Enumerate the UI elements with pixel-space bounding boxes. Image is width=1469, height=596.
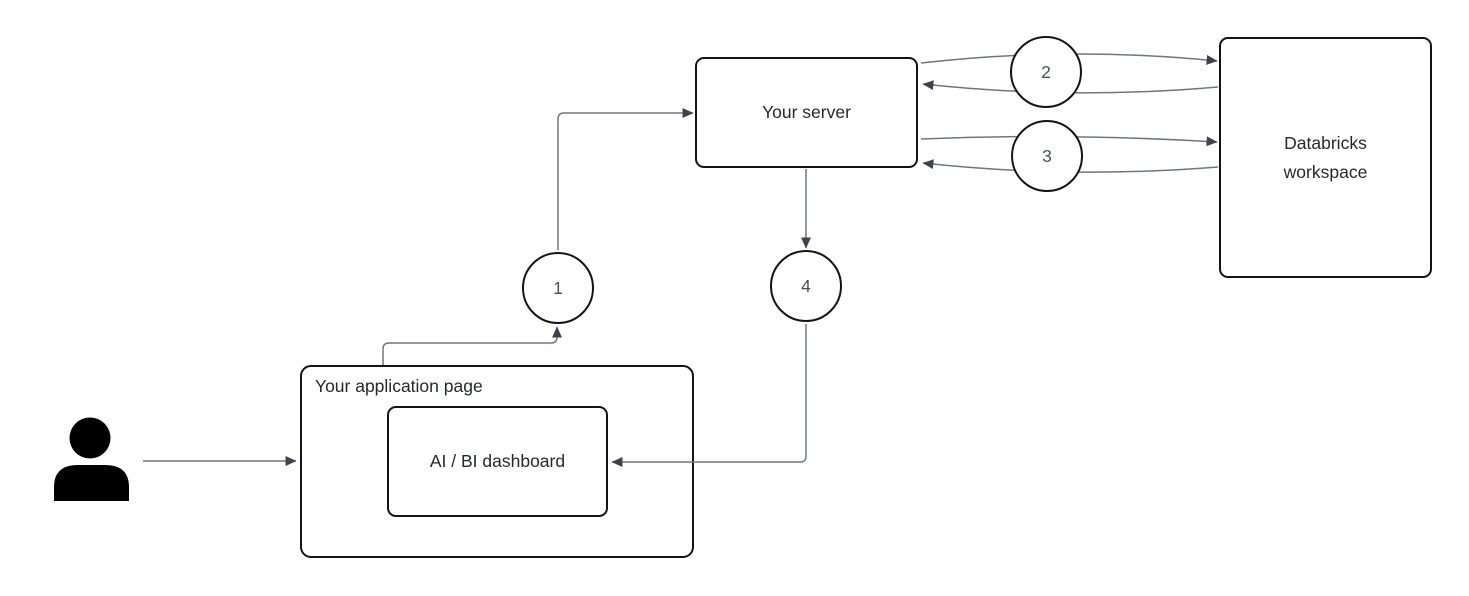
step-circle-3: 3	[1011, 120, 1083, 192]
step-2-number: 2	[1041, 61, 1051, 82]
step-1-number: 1	[553, 277, 563, 298]
ai-bi-dashboard-label: AI / BI dashboard	[429, 451, 566, 471]
node-databricks-workspace: Databricks workspace	[1219, 37, 1432, 278]
person-icon	[54, 417, 129, 501]
application-page-label: Your application page	[315, 376, 483, 396]
step-circle-2: 2	[1010, 36, 1082, 108]
step-4-number: 4	[801, 275, 811, 296]
arrow-application-page-to-step1	[382, 326, 562, 365]
your-server-label: Your server	[762, 102, 851, 122]
step-circle-1: 1	[522, 252, 594, 324]
step-3-number: 3	[1042, 145, 1052, 166]
databricks-workspace-label: Databricks workspace	[1283, 132, 1368, 182]
step-circle-4: 4	[770, 250, 842, 322]
node-your-server: Your server	[695, 57, 918, 168]
node-ai-bi-dashboard: AI / BI dashboard	[387, 406, 608, 517]
arrow-step1-to-server	[557, 108, 694, 250]
